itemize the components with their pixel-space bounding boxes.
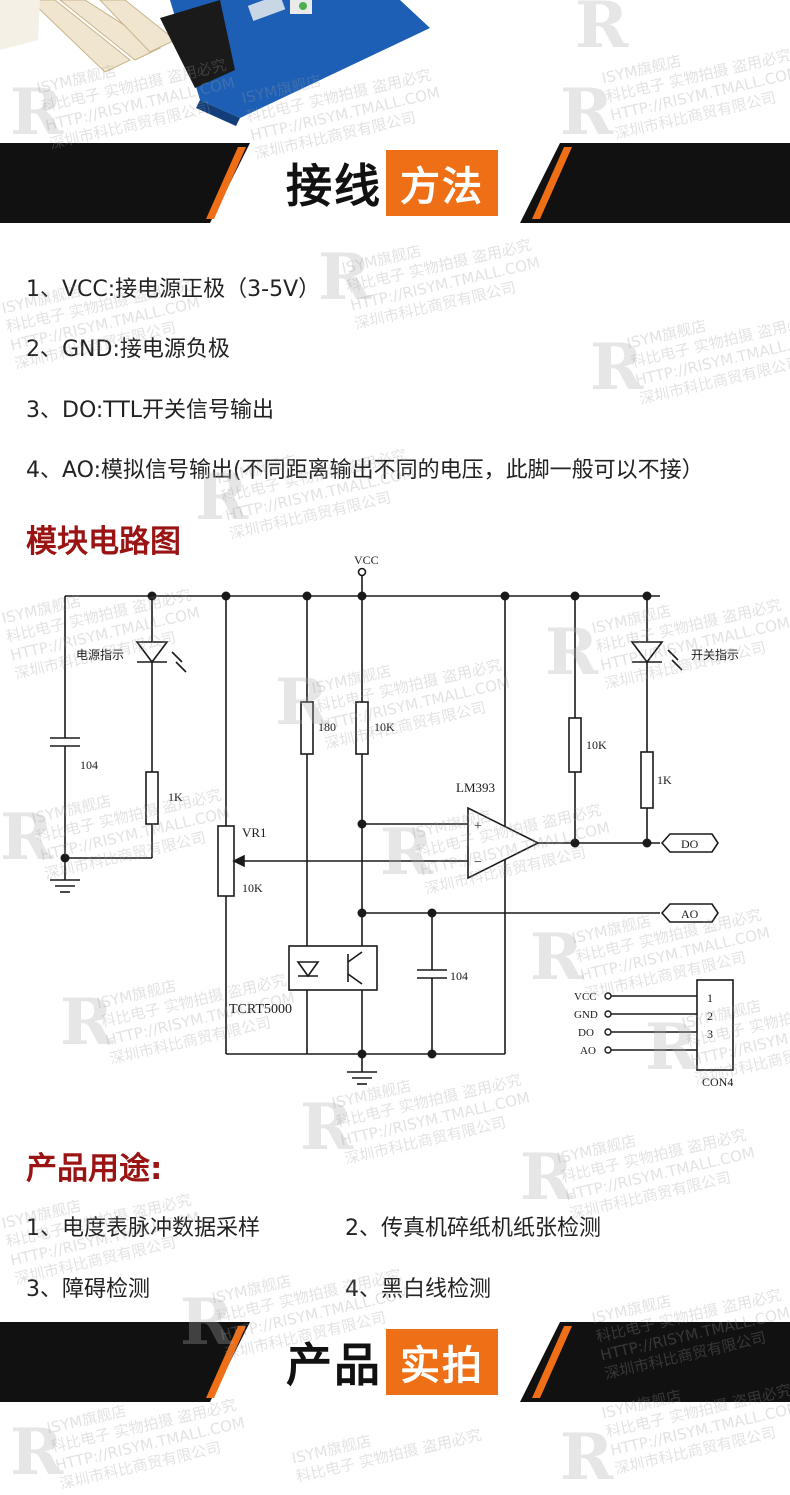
connector-name-label: CON4 xyxy=(702,1075,733,1089)
wiring-item-do: 3、DO:TTL开关信号输出 xyxy=(26,398,275,423)
circuit-title: 模块电路图 xyxy=(26,524,181,560)
watermark-logo: R xyxy=(10,1415,64,1490)
wiring-banner: 接线 方法 xyxy=(0,143,790,223)
banner-title-orange: 方法 xyxy=(386,150,498,216)
res-1k-left-label: 1K xyxy=(168,790,183,804)
wiring-item-vcc: 1、VCC:接电源正极（3-5V） xyxy=(26,277,321,302)
pot-value-label: 10K xyxy=(242,881,263,895)
wiring-item-gnd: 2、GND:接电源负极 xyxy=(26,337,230,362)
cap2-label: 104 xyxy=(450,969,468,983)
pot-name-label: VR1 xyxy=(242,825,267,840)
module-photo xyxy=(0,0,430,126)
do-output-label: DO xyxy=(681,837,699,851)
usage-item-1: 1、电度表脉冲数据采样 xyxy=(26,1216,260,1241)
connector-number-1: 1 xyxy=(707,991,713,1005)
circuit-diagram: VCC 电源指示 开关指示 104 1K 180 10K 10K 1K LM39… xyxy=(50,553,739,1089)
product-photo-fragment xyxy=(0,0,790,140)
res-10k-right-label: 10K xyxy=(586,738,607,752)
connector-number-2: 2 xyxy=(707,1009,713,1023)
usage-item-2: 2、传真机碎纸机纸张检测 xyxy=(345,1216,601,1241)
watermark-logo: R xyxy=(520,1140,574,1215)
cap1-label: 104 xyxy=(80,758,98,772)
connector-pin-gnd: GND xyxy=(574,1009,598,1021)
vcc-label: VCC xyxy=(354,553,379,567)
connector-pin-ao: AO xyxy=(580,1045,596,1057)
res-180-label: 180 xyxy=(318,720,336,734)
usage-title: 产品用途: xyxy=(26,1151,163,1187)
watermark-logo: R xyxy=(560,1420,614,1495)
switch-led-label: 开关指示 xyxy=(691,647,739,662)
banner-title-black: 接线 xyxy=(286,159,382,213)
watermark-text: ISYM旗舰店科比电子 实物拍摄 盗用必究 xyxy=(290,1425,484,1487)
res-10k-mid-label: 10K xyxy=(374,720,395,734)
connector-pin-vcc: VCC xyxy=(574,991,597,1003)
watermark-logo: R xyxy=(590,330,644,405)
photo-banner: 产品 实拍 xyxy=(0,1322,790,1402)
usage-item-3: 3、障碍检测 xyxy=(26,1277,150,1302)
wiring-item-ao: 4、AO:模拟信号输出(不同距离输出不同的电压，此脚一般可以不接） xyxy=(26,458,704,483)
banner-title-orange: 实拍 xyxy=(386,1329,498,1395)
connector-pin-do: DO xyxy=(578,1027,594,1039)
connector-number-3: 3 xyxy=(707,1027,713,1041)
banner-title-black: 产品 xyxy=(286,1338,382,1392)
res-1k-right-label: 1K xyxy=(657,773,672,787)
power-led-label: 电源指示 xyxy=(76,647,124,662)
comparator-label: LM393 xyxy=(456,780,495,795)
usage-item-4: 4、黑白线检测 xyxy=(345,1277,491,1302)
ao-output-label: AO xyxy=(681,907,699,921)
comparator-plus: + xyxy=(474,819,482,834)
watermark-logo: R xyxy=(318,240,372,315)
sensor-label: TCRT5000 xyxy=(229,1002,292,1017)
comparator-minus: − xyxy=(474,855,482,870)
